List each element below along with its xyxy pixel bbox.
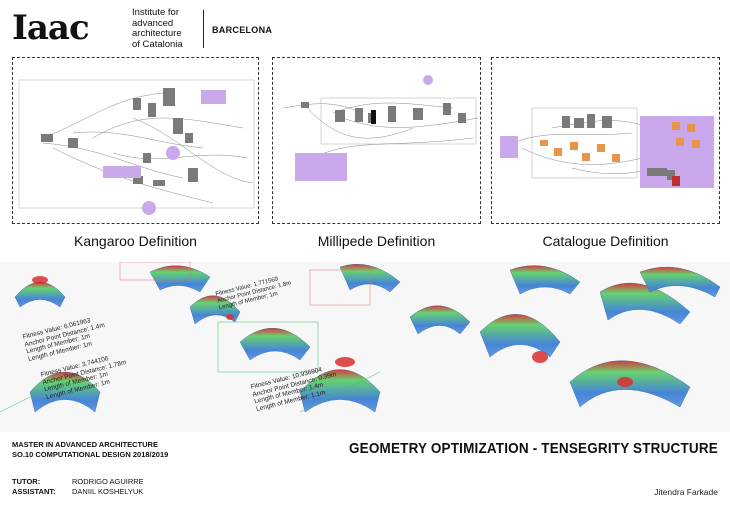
catalogue-definition-panel: [491, 57, 720, 224]
credits: TUTOR:RODRIGO AGUIRRE ASSISTANT:DANIIL K…: [12, 477, 144, 497]
results-render: Fitness Value: 3.744106 Anchor Point Dis…: [0, 262, 730, 432]
millipede-graph: [282, 75, 479, 181]
assistant-row: ASSISTANT:DANIIL KOSHELYUK: [12, 487, 144, 496]
tensegrity-renders: [0, 262, 730, 432]
kangaroo-graph: [18, 79, 255, 215]
institute-name: Institute for advanced architecture of C…: [132, 7, 183, 50]
millipede-caption: Millipede Definition: [317, 233, 436, 249]
project-title: GEOMETRY OPTIMIZATION - TENSEGRITY STRUC…: [349, 440, 718, 457]
city-label: BARCELONA: [212, 25, 273, 35]
header-divider: [203, 10, 204, 48]
author-name: Jitendra Farkade: [654, 487, 718, 497]
tutor-row: TUTOR:RODRIGO AGUIRRE: [12, 477, 144, 486]
kangaroo-caption: Kangaroo Definition: [74, 233, 197, 249]
catalogue-caption: Catalogue Definition: [542, 233, 669, 249]
iaac-logo: Iaac: [12, 8, 90, 48]
catalogue-graph: [500, 107, 714, 188]
kangaroo-definition-panel: [12, 57, 259, 224]
millipede-definition-panel: [272, 57, 481, 224]
program-info: MASTER IN ADVANCED ARCHITECTURE SO.10 CO…: [12, 440, 169, 459]
